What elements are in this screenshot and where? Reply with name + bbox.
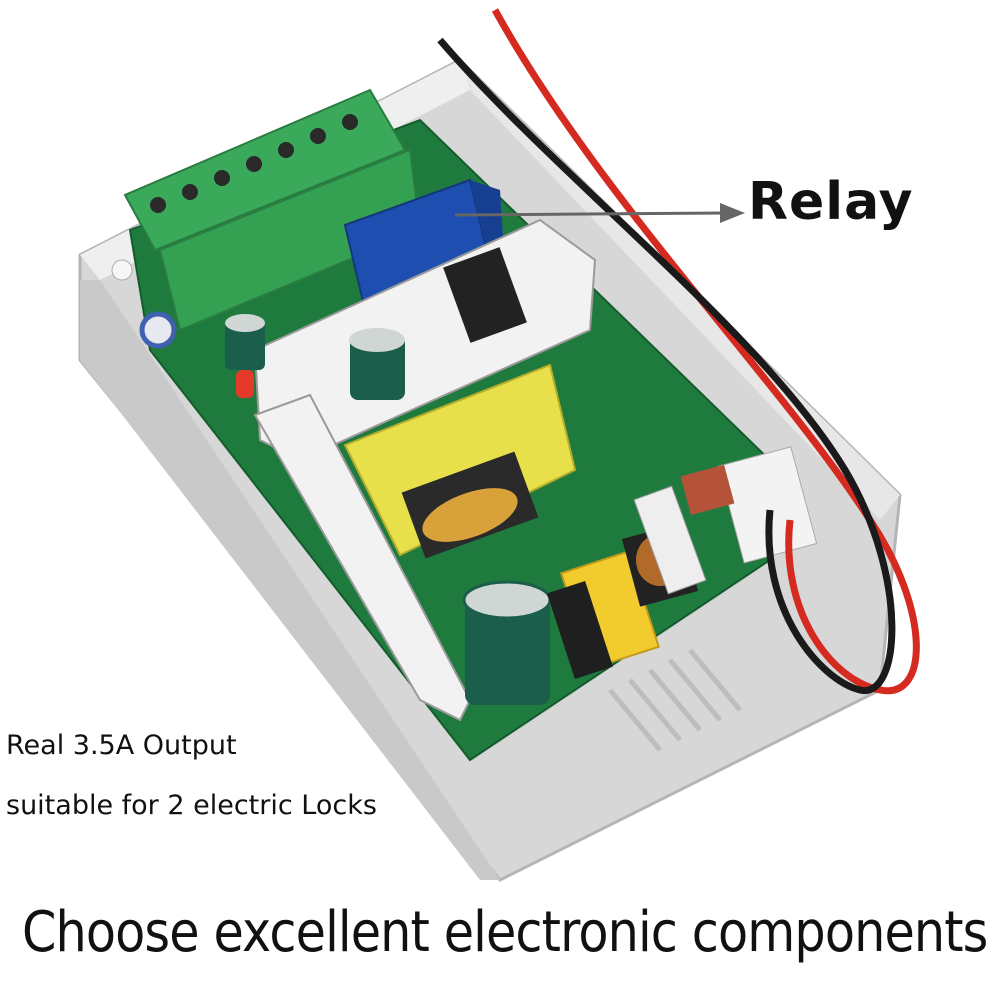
- output-label: Real 3.5A Output: [6, 730, 237, 761]
- headline: Choose excellent electronic components: [22, 900, 988, 965]
- choke: [547, 581, 613, 679]
- bracket-right: [633, 485, 707, 595]
- led-indicator: [236, 370, 254, 398]
- transformer: [343, 363, 577, 559]
- transistor: [443, 247, 527, 343]
- potentiometer: [139, 311, 177, 349]
- locks-label: suitable for 2 electric Locks: [6, 790, 377, 821]
- relay-arrow: [454, 203, 745, 223]
- terminal-block: [123, 88, 422, 332]
- relay-label: Relay: [748, 172, 914, 232]
- capacitor-large: [462, 580, 552, 705]
- red-wire: [491, 8, 920, 695]
- capacitor-small: [225, 314, 405, 400]
- black-wire: [437, 37, 896, 694]
